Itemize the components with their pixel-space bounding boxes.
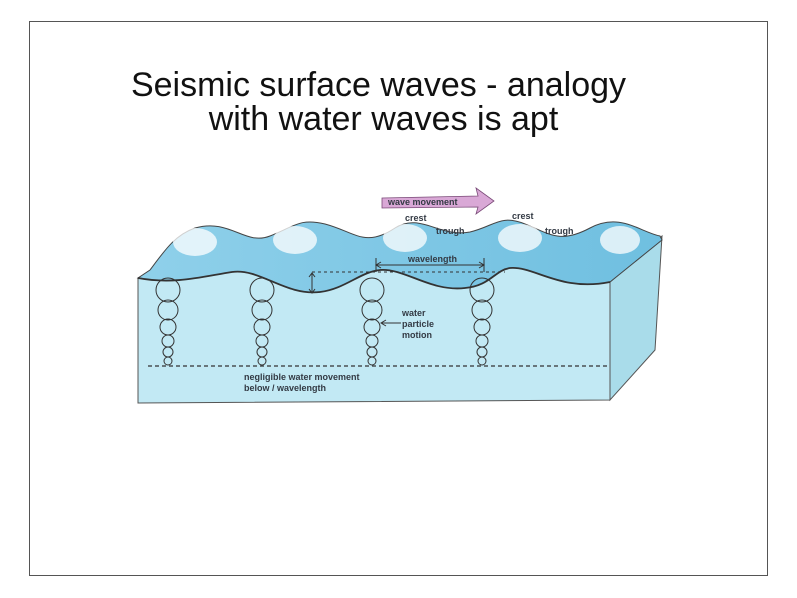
- particle-orbits: [155, 277, 495, 366]
- water-particle-label-1: water: [401, 308, 426, 318]
- title-line-2: with water waves is apt: [208, 100, 559, 138]
- negligible-movement-label-2: below / wavelength: [244, 383, 326, 393]
- wave-movement-label: wave movement: [387, 197, 458, 207]
- trough-label-2: trough: [545, 226, 574, 236]
- slide-title: Seismic surface waves - analogy with wat…: [0, 68, 797, 136]
- particle-motion-pointer: [380, 319, 401, 327]
- wave-movement-arrow: [381, 187, 495, 216]
- crest-label-1: crest: [405, 213, 427, 223]
- crest-label-2: crest: [512, 211, 534, 221]
- orbit-column-3: [359, 277, 385, 366]
- trough-label-1: trough: [436, 226, 465, 236]
- waterline-front: [137, 267, 611, 294]
- orbit-column-1: [155, 277, 181, 366]
- water-particle-label-2: particle: [402, 319, 434, 329]
- orbit-column-2: [249, 277, 275, 366]
- wavelength-label: wavelength: [407, 254, 457, 264]
- negligible-movement-label-1: negligible water movement: [244, 372, 360, 382]
- foam-patches: [173, 224, 640, 256]
- water-particle-label-3: motion: [402, 330, 432, 340]
- amplitude-marker: [308, 272, 316, 294]
- orbit-column-4: [469, 277, 495, 366]
- wavelength-marker: [375, 258, 485, 272]
- title-line-1: Seismic surface waves - analogy: [130, 66, 627, 104]
